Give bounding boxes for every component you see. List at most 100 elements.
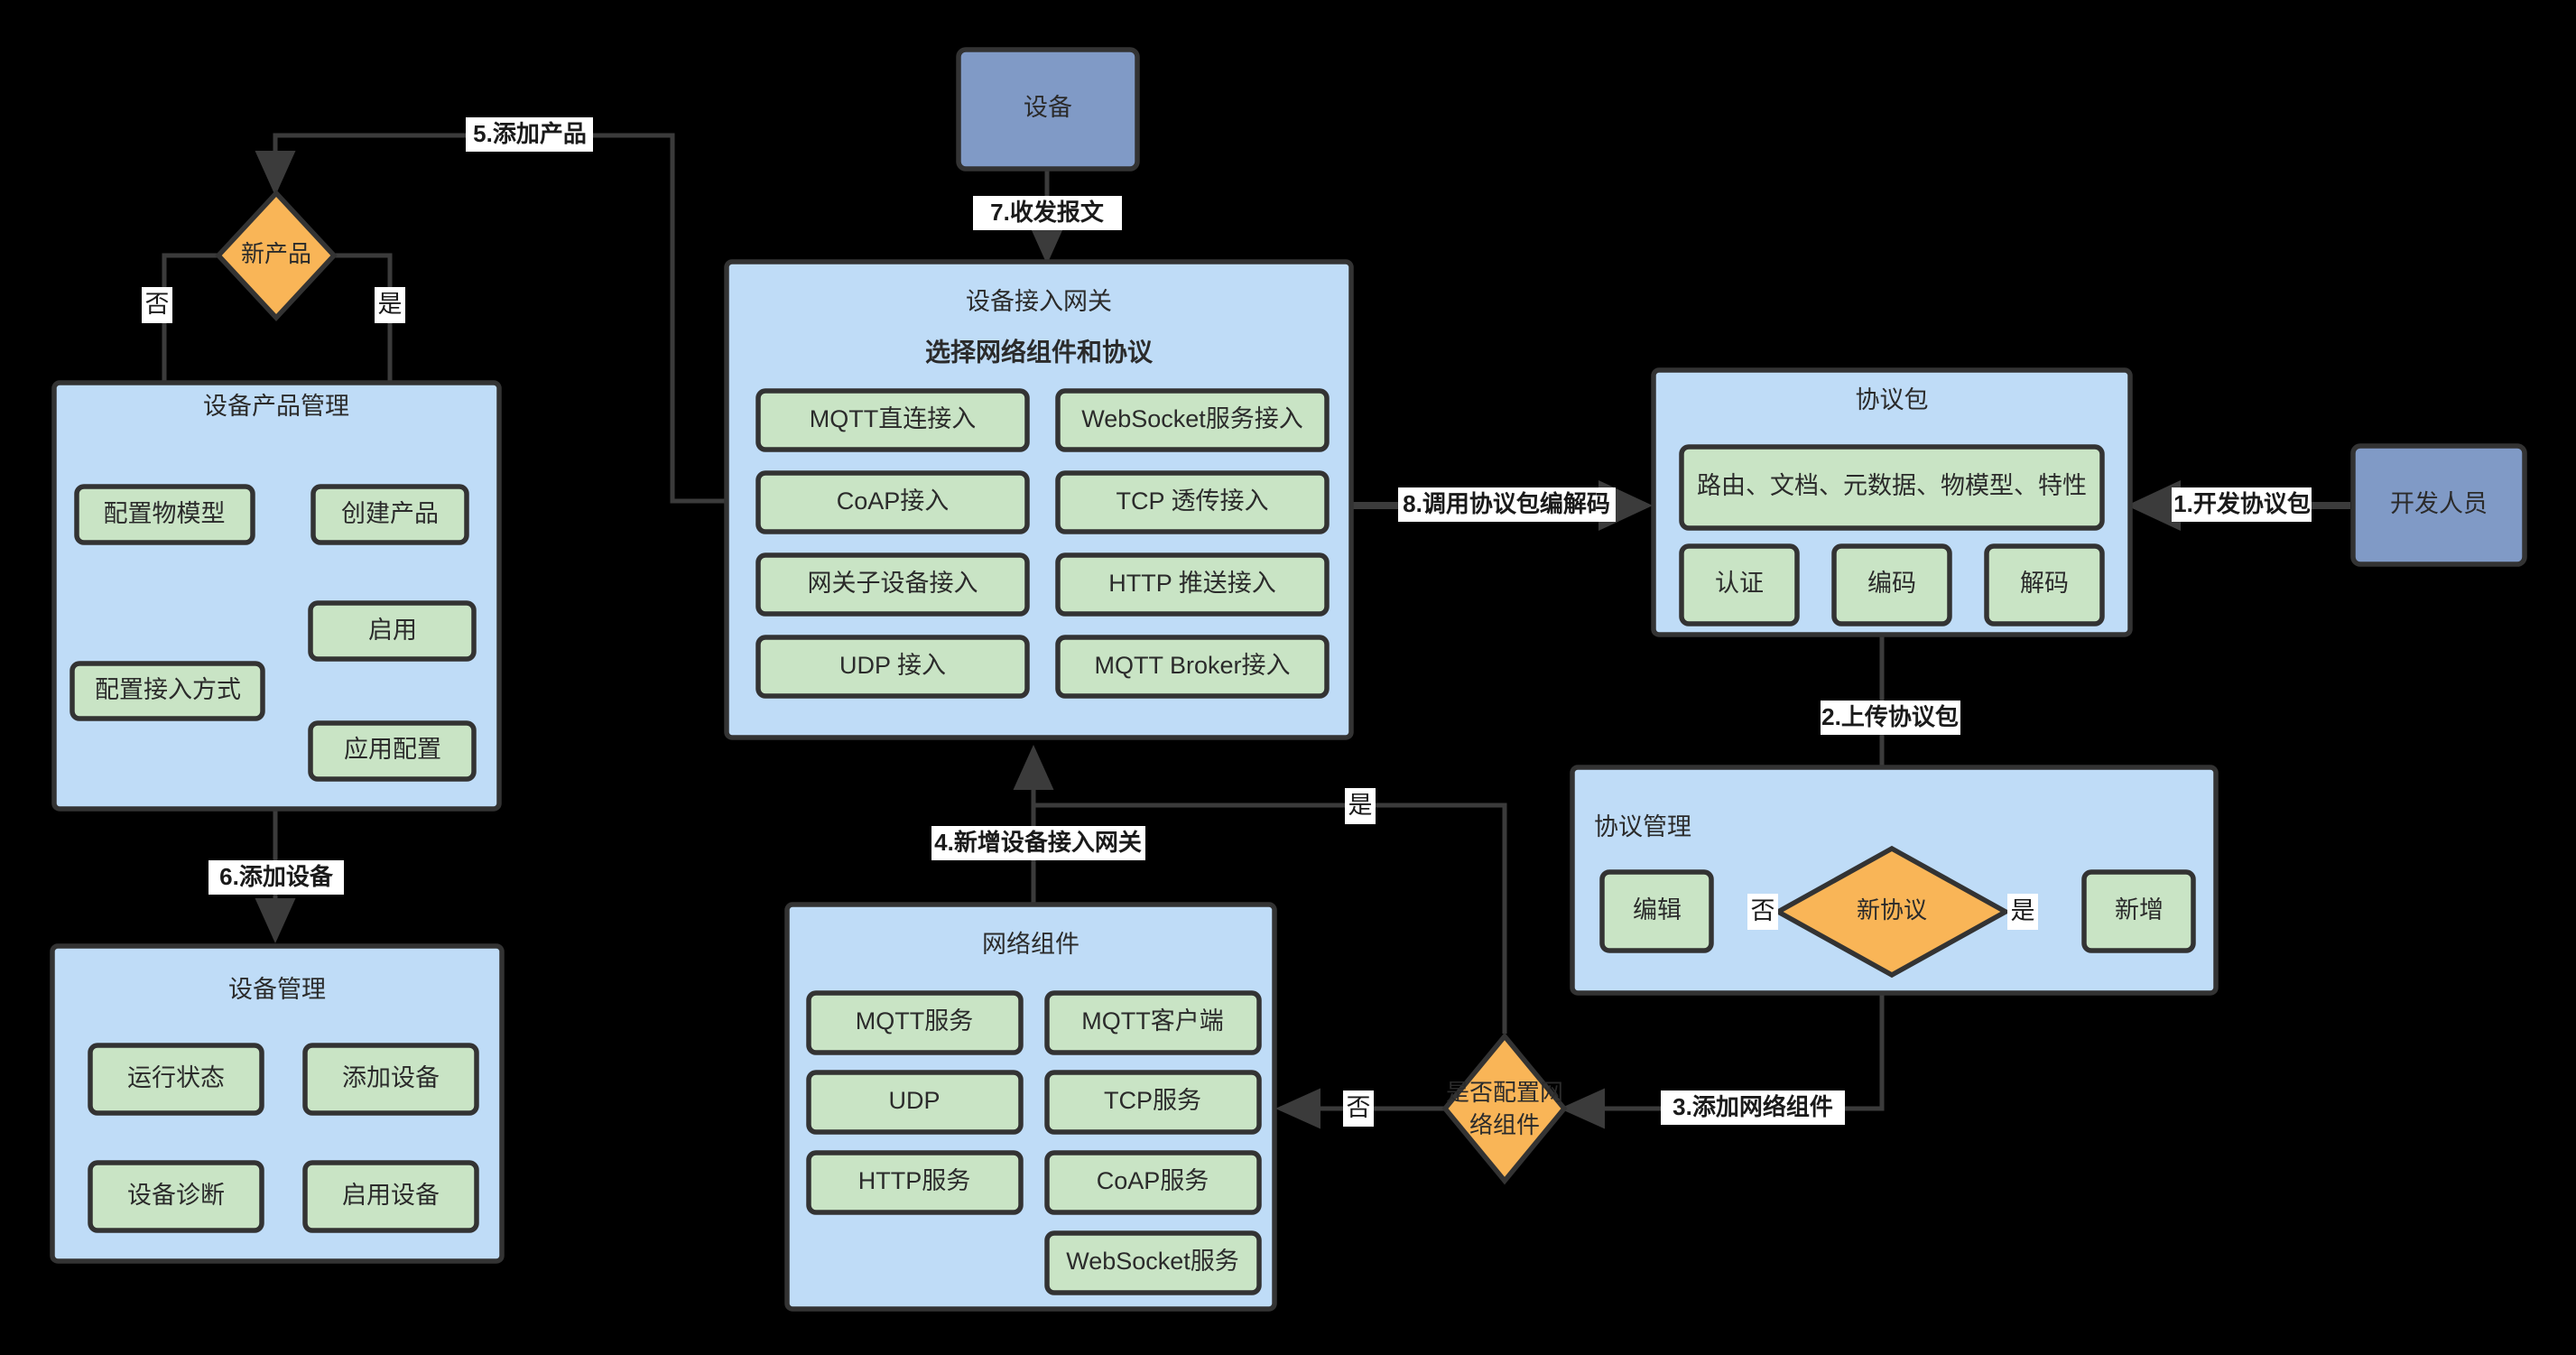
node-netcomp-5-label: CoAP服务: [1097, 1167, 1209, 1194]
node-netcomp-6[interactable]: [1044, 1230, 1262, 1295]
node-gateway-4[interactable]: [755, 552, 1030, 617]
node-netcomp-0[interactable]: [806, 990, 1024, 1055]
decision-configure-network[interactable]: [1441, 1032, 1568, 1185]
node-netcomp-3[interactable]: [1044, 1070, 1262, 1135]
group-title-protocol-package: 协议包: [1856, 386, 1929, 413]
node-create-product-label: 创建产品: [341, 500, 439, 527]
node-gateway-7[interactable]: [1055, 635, 1330, 699]
node-gateway-7-label: MQTT Broker接入: [1094, 652, 1290, 679]
node-netcomp-5[interactable]: [1044, 1150, 1262, 1215]
node-netcomp-6-label: WebSocket服务: [1066, 1248, 1239, 1275]
node-gateway-1-label: WebSocket服务接入: [1081, 405, 1303, 432]
node-netcomp-2-label: UDP: [888, 1087, 940, 1114]
edge-label-bg-step7: [973, 196, 1122, 230]
group-title-protocol-mgmt: 协议管理: [1594, 813, 1691, 840]
node-device-mgmt-3-label: 启用设备: [342, 1182, 440, 1209]
node-netcomp-0-label: MQTT服务: [856, 1007, 973, 1035]
node-device-mgmt-2[interactable]: [88, 1160, 264, 1233]
edge-label-step8: 8.调用协议包编解码: [1403, 490, 1610, 517]
edge-label-step4: 4.新增设备接入网关: [934, 829, 1142, 856]
node-device-mgmt-2-label: 设备诊断: [127, 1182, 225, 1209]
node-protocol-edit[interactable]: [1599, 869, 1714, 953]
node-netcomp-1[interactable]: [1044, 990, 1262, 1055]
node-gateway-1[interactable]: [1055, 388, 1330, 452]
node-protocol-add[interactable]: [2081, 869, 2196, 953]
node-gateway-0-label: MQTT直连接入: [810, 405, 976, 432]
edge-label-bg-step6: [208, 860, 344, 895]
edge-confignet-yes: [1033, 803, 1507, 1034]
edge-label-bg-confignet-no: [1343, 1090, 1374, 1127]
node-protocol-decode-label: 解码: [2020, 570, 2069, 597]
node-protocol-auth[interactable]: [1679, 543, 1800, 626]
node-gateway-6[interactable]: [755, 635, 1030, 699]
node-protocol-wide[interactable]: [1679, 444, 2105, 531]
node-apply-config[interactable]: [308, 720, 477, 782]
node-netcomp-4[interactable]: [806, 1150, 1024, 1215]
edge-label-bg-newproduct-yes: [375, 287, 405, 323]
edge-label-newprotocol-yes: 是: [2011, 897, 2035, 924]
node-apply-config-label: 应用配置: [344, 736, 441, 763]
node-gateway-5[interactable]: [1055, 552, 1330, 617]
node-protocol-add-label: 新增: [2115, 896, 2164, 923]
node-protocol-edit-label: 编辑: [1633, 896, 1682, 923]
decision-new-protocol-label: 新协议: [1857, 896, 1927, 923]
node-protocol-decode[interactable]: [1984, 543, 2105, 626]
node-protocol-encode-label: 编码: [1867, 570, 1916, 597]
node-netcomp-2[interactable]: [806, 1070, 1024, 1135]
node-config-access-mode[interactable]: [69, 661, 265, 721]
edge-label-bg-step1: [2172, 487, 2312, 522]
node-config-access-mode-label: 配置接入方式: [95, 676, 241, 703]
node-gateway-4-label: 网关子设备接入: [808, 570, 978, 597]
node-device-mgmt-1-label: 添加设备: [342, 1064, 440, 1091]
node-config-thing-model[interactable]: [74, 484, 255, 545]
edge-label-step2: 2.上传协议包: [1821, 703, 1959, 730]
node-gateway-6-label: UDP 接入: [839, 652, 946, 679]
actor-developer[interactable]: [2350, 443, 2527, 567]
node-gateway-2-label: CoAP接入: [837, 487, 950, 515]
node-create-product[interactable]: [310, 484, 469, 545]
group-title-access-gateway: 设备接入网关: [966, 288, 1112, 315]
edge-label-confignet-no: 否: [1347, 1094, 1371, 1121]
group-title-network-components: 网络组件: [982, 931, 1080, 958]
edge-label-bg-newproduct-no: [142, 287, 172, 323]
edge-label-bg-step2: [1821, 701, 1960, 735]
node-device-mgmt-3[interactable]: [302, 1160, 479, 1233]
edge-label-step7: 7.收发报文: [990, 199, 1105, 226]
node-gateway-3[interactable]: [1055, 470, 1330, 534]
decision-configure-network-label-line1: 是否配置网: [1446, 1079, 1563, 1106]
node-device-mgmt-0-label: 运行状态: [127, 1064, 225, 1091]
node-protocol-auth-label: 认证: [1715, 570, 1764, 597]
decision-new-product[interactable]: [215, 189, 338, 322]
group-title-device-product-mgmt: 设备产品管理: [203, 393, 349, 420]
edge-label-bg-confignet-yes: [1345, 788, 1376, 824]
actor-device-label: 设备: [1024, 94, 1072, 121]
edge-label-bg-step3: [1661, 1090, 1845, 1125]
node-gateway-3-label: TCP 透传接入: [1116, 487, 1268, 515]
node-gateway-2[interactable]: [755, 470, 1030, 534]
actor-device[interactable]: [956, 47, 1140, 172]
edge-label-bg-step8: [1398, 487, 1616, 522]
node-gateway-5-label: HTTP 推送接入: [1108, 570, 1276, 597]
node-netcomp-1-label: MQTT客户端: [1081, 1007, 1223, 1035]
node-device-mgmt-1[interactable]: [302, 1043, 479, 1116]
edge-label-step5: 5.添加产品: [473, 120, 587, 147]
node-netcomp-3-label: TCP服务: [1104, 1087, 1201, 1114]
node-netcomp-4-label: HTTP服务: [858, 1167, 971, 1194]
decision-new-protocol[interactable]: [1773, 845, 2011, 979]
edge-label-bg-newprotocol-no: [1747, 894, 1778, 930]
group-access-gateway: [724, 259, 1354, 740]
group-title-device-mgmt: 设备管理: [228, 976, 326, 1003]
node-enable-label: 启用: [368, 617, 417, 644]
node-config-thing-model-label: 配置物模型: [104, 500, 226, 527]
node-protocol-encode[interactable]: [1831, 543, 1952, 626]
node-enable[interactable]: [308, 600, 477, 662]
node-device-mgmt-0[interactable]: [88, 1043, 264, 1116]
edge-label-bg-newprotocol-yes: [2007, 894, 2038, 930]
node-gateway-0[interactable]: [755, 388, 1030, 452]
edge-label-bg-step5: [466, 117, 593, 152]
edge-label-confignet-yes: 是: [1348, 792, 1373, 819]
group-subtitle-access-gateway: 选择网络组件和协议: [925, 337, 1154, 366]
edge-label-newproduct-yes: 是: [378, 291, 403, 318]
